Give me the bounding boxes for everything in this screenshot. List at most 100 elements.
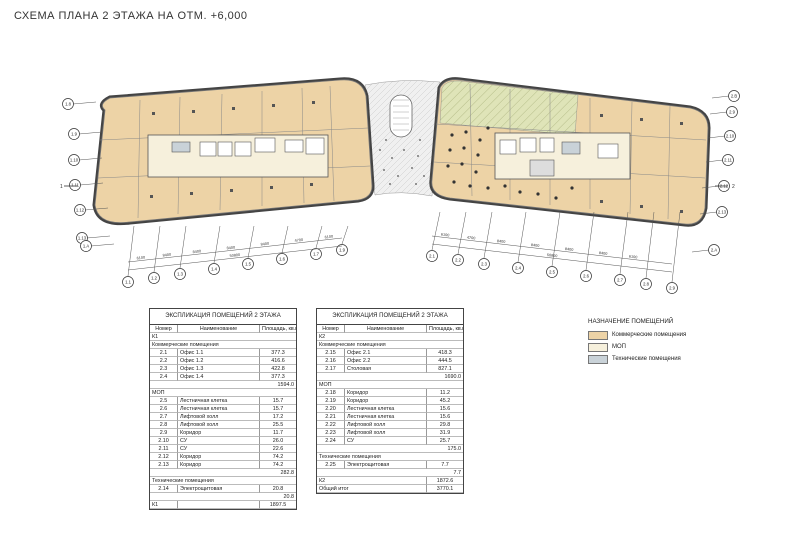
axis-label: 1.A	[83, 244, 89, 249]
axis-label-circle	[452, 254, 464, 266]
axis-leader	[179, 225, 187, 269]
axis-label: 1.10	[70, 158, 79, 163]
axis-label: 2.11	[724, 158, 733, 163]
room-name: Лифтовой холл	[345, 429, 427, 437]
room-area: 25.5	[260, 421, 296, 429]
axis-label-circle	[276, 253, 288, 265]
axis-leader	[431, 243, 673, 273]
page-title: СХЕМА ПЛАНА 2 ЭТАЖА НА ОТМ. +6,000	[14, 10, 248, 22]
room-area: 15.7	[260, 405, 296, 413]
room-number: 2.13	[150, 461, 178, 469]
legend-swatch	[588, 330, 608, 340]
room-number: 2.14	[150, 485, 178, 493]
room-number: 2.11	[150, 445, 178, 453]
axis-leader	[691, 249, 710, 253]
final-total-value: 1872.6	[427, 477, 463, 485]
final-total-label: Общий итог	[317, 485, 427, 493]
dimension-value: 8400	[531, 243, 540, 248]
axis-label: 1.12	[76, 208, 85, 213]
axis-leader	[551, 211, 561, 267]
dimension-total: 50800	[229, 253, 240, 258]
header-name: Наименование	[178, 325, 260, 333]
dimension-value: 8400	[192, 249, 201, 254]
axis-label-circle	[80, 240, 92, 252]
axis-label: 1.9	[339, 248, 345, 253]
room-name: Лифтовой холл	[178, 421, 260, 429]
axis-label: 1.5	[245, 262, 251, 267]
axis-label-circle	[122, 276, 134, 288]
section-total: 1594.0	[150, 381, 296, 389]
header-name: Наименование	[345, 325, 427, 333]
dimension-value: 8400	[226, 246, 235, 251]
dimension-value: 8400	[260, 242, 269, 247]
room-area: 377.3	[260, 349, 296, 357]
axis-label-circle	[666, 282, 678, 294]
axis-label: 2.9	[729, 110, 735, 115]
room-number: 2.23	[317, 429, 345, 437]
axis-label: 1.2	[151, 276, 157, 281]
room-name: Офис 1.4	[178, 373, 260, 381]
axis-label: 2.6	[583, 274, 589, 279]
axis-leader	[645, 211, 655, 279]
dimension-value: 8400	[599, 251, 608, 256]
axis-leader	[86, 235, 111, 239]
axis-label-circle	[580, 270, 592, 282]
dimension-value: 8400	[162, 253, 171, 258]
axis-label-circle	[68, 128, 80, 140]
axis-label-circle	[62, 98, 74, 110]
axis-label-circle	[174, 268, 186, 280]
section-total: 20.8	[150, 493, 296, 501]
room-area: 17.2	[260, 413, 296, 421]
room-number: 2.3	[150, 365, 178, 373]
axis-label: 2.10	[726, 134, 735, 139]
legend-item: Технические помещения	[588, 353, 686, 365]
axis-leader	[127, 225, 135, 277]
axis-label-circle	[640, 278, 652, 290]
legend-label: Технические помещения	[612, 356, 681, 362]
left-axis-markers: 1.81.91.101.111.121.131.A	[62, 98, 115, 252]
room-area: 827.1	[427, 365, 463, 373]
room-number: 2.17	[317, 365, 345, 373]
axis-leader	[79, 182, 104, 186]
room-name: Электрощитовая	[178, 485, 260, 493]
axis-label: 2.8	[643, 282, 649, 287]
room-area: 422.8	[260, 365, 296, 373]
room-area: 31.9	[427, 429, 463, 437]
room-name: Лестничная клетка	[178, 405, 260, 413]
axis-label-circle	[726, 106, 738, 118]
axis-label-circle	[426, 250, 438, 262]
axis-leader	[619, 211, 629, 275]
axis-leader	[431, 211, 441, 251]
axis-leader	[84, 207, 109, 211]
section-total: 175.0	[317, 445, 463, 453]
axis-leader	[711, 95, 730, 99]
room-area: 11.2	[427, 389, 463, 397]
room-number: 2.10	[150, 437, 178, 445]
axis-leader	[78, 157, 103, 161]
room-name: СУ	[178, 437, 260, 445]
legend-swatch	[588, 342, 608, 352]
legend-label: МОП	[612, 344, 626, 350]
section-heading: МОП	[317, 381, 463, 389]
dimension-value: 8400	[497, 239, 506, 244]
axis-leader	[315, 225, 323, 249]
axis-leader	[699, 211, 718, 215]
room-name: Офис 1.2	[178, 357, 260, 365]
legend-swatch	[588, 354, 608, 364]
table-caption: ЭКСПЛИКАЦИЯ ПОМЕЩЕНИЙ 2 ЭТАЖА	[317, 309, 463, 325]
section-total: 282.8	[150, 469, 296, 477]
left-bottom-axis-markers: 1.11.21.31.41.51.61.71.9	[122, 225, 349, 288]
room-name: Офис 2.1	[345, 349, 427, 357]
axis-leader	[153, 225, 161, 273]
